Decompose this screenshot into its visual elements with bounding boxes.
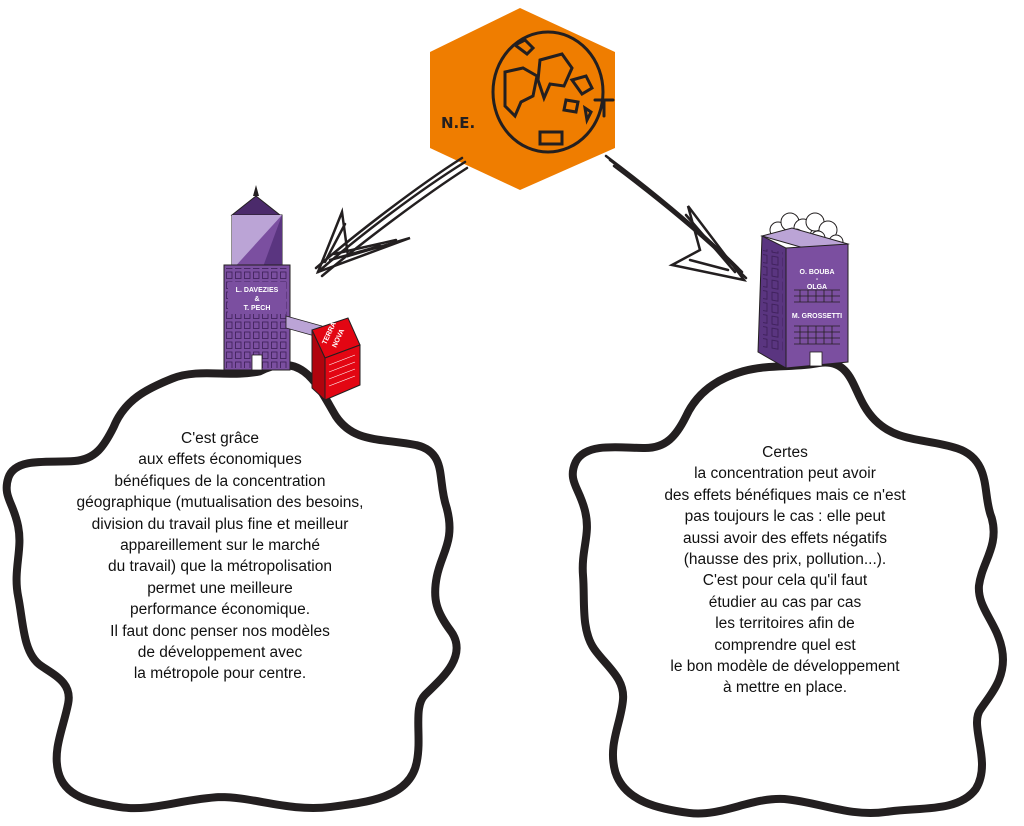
left-building-label-1: L. DAVEZIES [236,287,279,294]
right-building-label-2: - [816,276,819,283]
left-building-label-3: T. PECH [244,305,271,312]
right-building-label-1: O. BOUBA [800,269,835,276]
left-argument-text: C'est grâce aux effets économiques bénéf… [76,430,364,683]
arrow-right [604,154,748,282]
ne-hexagon-badge: N.E. [430,8,615,190]
arrow-left [314,156,469,278]
hub-label: N.E. [441,114,475,132]
left-building: L. DAVEZIES & T. PECH TERRA NOVA [223,185,361,402]
left-france-map [2,360,461,813]
right-building-label-3: OLGA [807,284,827,291]
right-argument-text: Certes la concentration peut avoir des e… [664,444,906,697]
left-building-label-2: & [254,296,259,303]
right-france-map [568,358,1007,818]
right-building-label-4: M. GROSSETTI [792,313,842,320]
right-building: O. BOUBA - OLGA M. GROSSETTI [757,212,850,369]
globe-icon [491,30,615,154]
